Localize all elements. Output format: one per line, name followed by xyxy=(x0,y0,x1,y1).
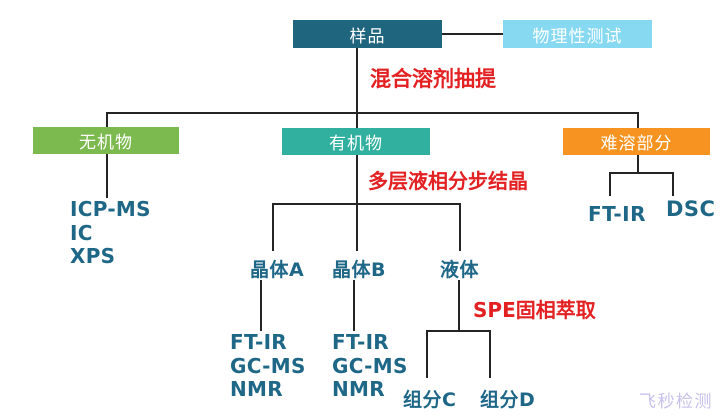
annotation-solvent-extraction: 混合溶剂抽提 xyxy=(370,67,496,91)
method-item: XPS xyxy=(70,244,116,268)
connector-stub-dsc xyxy=(672,172,674,196)
connector-stub-organic xyxy=(356,112,358,129)
method-item: FT-IR xyxy=(332,330,390,354)
connector-stub-insoluble xyxy=(637,112,639,129)
method-item: NMR xyxy=(230,377,283,401)
connector-inorganic-down xyxy=(106,153,108,198)
node-insoluble: 难溶部分 xyxy=(563,128,710,155)
method-list-crystal-a: FT-IR GC-MS NMR xyxy=(230,330,306,402)
node-liquid: 液体 xyxy=(440,259,480,281)
connector-stub-fraction-d xyxy=(489,330,491,378)
method-item: FT-IR xyxy=(230,330,288,354)
connector-branch3-horizontal xyxy=(426,330,490,332)
connector-stub-crystal-a xyxy=(272,203,274,251)
connector-liquid-down xyxy=(458,280,460,331)
method-item: NMR xyxy=(332,377,385,401)
connector-crystal-b-down xyxy=(353,280,355,331)
node-fraction-c: 组分C xyxy=(403,389,457,411)
watermark-feimiao-jiance: 飞秒检测 xyxy=(639,392,713,412)
connector-organic-down xyxy=(356,154,358,203)
connector-stub-inorganic xyxy=(106,112,108,128)
connector-insoluble-down xyxy=(637,154,639,172)
method-insoluble-dsc: DSC xyxy=(666,197,716,221)
method-item: IC xyxy=(70,220,93,245)
method-item: ICP-MS xyxy=(70,197,151,221)
connector-crystal-a-down xyxy=(260,280,262,331)
node-crystal-a: 晶体A xyxy=(250,259,305,281)
method-item: GC-MS xyxy=(332,353,408,378)
connector-sample-physical xyxy=(442,33,503,35)
method-list-crystal-b: FT-IR GC-MS NMR xyxy=(332,330,408,402)
connector-sample-down xyxy=(356,48,358,113)
connector-branch4-horizontal xyxy=(609,172,673,174)
connector-branch1-horizontal xyxy=(106,112,637,114)
node-organic: 有机物 xyxy=(282,128,430,155)
connector-branch2-horizontal xyxy=(272,203,460,205)
method-list-inorganic: ICP-MS IC XPS xyxy=(70,198,151,269)
connector-stub-liquid xyxy=(459,203,461,251)
node-inorganic: 无机物 xyxy=(33,127,179,154)
connector-stub-ftir xyxy=(609,172,611,196)
node-sample: 样品 xyxy=(293,20,442,48)
method-item: GC-MS xyxy=(230,353,306,378)
node-physical-test: 物理性测试 xyxy=(503,20,652,48)
annotation-crystallization: 多层液相分步结晶 xyxy=(368,169,528,193)
node-fraction-d: 组分D xyxy=(480,389,536,411)
method-insoluble-ftir: FT-IR xyxy=(588,202,647,226)
annotation-spe-extraction: SPE固相萃取 xyxy=(473,298,596,322)
node-crystal-b: 晶体B xyxy=(332,259,386,281)
connector-stub-crystal-b xyxy=(356,203,358,251)
connector-stub-fraction-c xyxy=(426,330,428,378)
